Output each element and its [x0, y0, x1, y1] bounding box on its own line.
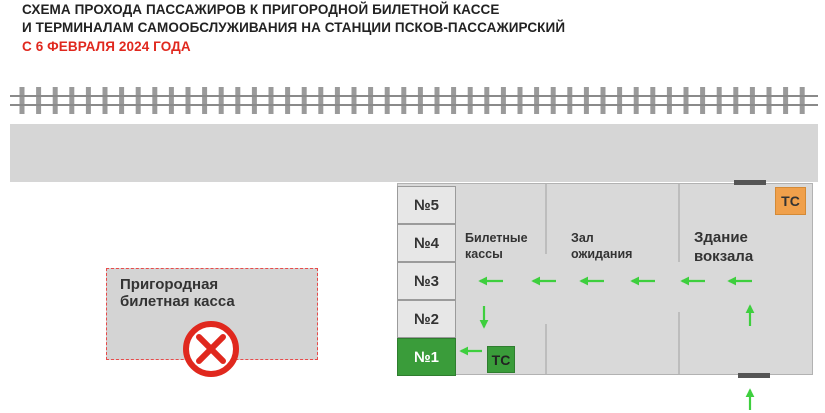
window-1: №1 [397, 338, 456, 376]
terminal-bottom: ТС [487, 346, 515, 373]
door-street [738, 373, 770, 378]
room-label-ticket-office: Билетные кассы [465, 231, 528, 262]
wall-ticket-waiting-lower [545, 324, 547, 374]
room-label-ticket-office-line-1: Билетные [465, 231, 528, 245]
door-platform [734, 180, 766, 185]
title-line-1: СХЕМА ПРОХОДА ПАССАЖИРОВ К ПРИГОРОДНОЙ Б… [22, 2, 500, 17]
wall-ticket-waiting-upper [545, 184, 547, 254]
platform [10, 124, 818, 182]
room-label-waiting-hall-line-2: ожидания [571, 246, 633, 261]
railway-track [10, 87, 818, 114]
window-3: №3 [397, 262, 456, 300]
station-building [397, 183, 813, 375]
closed-ticket-office-label-line-2: билетная касса [120, 293, 235, 311]
window-2: №2 [397, 300, 456, 338]
title-line-2: И ТЕРМИНАЛАМ САМООБСЛУЖИВАНИЯ НА СТАНЦИИ… [22, 20, 566, 35]
room-label-station-building-line-1: Здание [694, 229, 748, 246]
prohibited-icon [183, 321, 239, 377]
date-line: С 6 ФЕВРАЛЯ 2024 ГОДА [22, 39, 191, 54]
window-5: №5 [397, 186, 456, 224]
room-label-waiting-hall-line-1: Зал [571, 231, 594, 245]
closed-ticket-office-label: Пригородная билетная касса [120, 276, 235, 311]
terminal-top: ТС [775, 187, 806, 215]
closed-ticket-office-label-line-1: Пригородная [120, 276, 219, 293]
room-label-station-building-line-2: вокзала [694, 247, 754, 265]
window-4: №4 [397, 224, 456, 262]
room-label-ticket-office-line-2: кассы [465, 246, 503, 261]
room-label-waiting-hall: Зал ожидания [571, 231, 632, 262]
wall-waiting-building-lower [678, 312, 680, 374]
wall-waiting-building-upper [678, 184, 680, 262]
room-label-station-building: Здание вокзала [694, 229, 753, 267]
